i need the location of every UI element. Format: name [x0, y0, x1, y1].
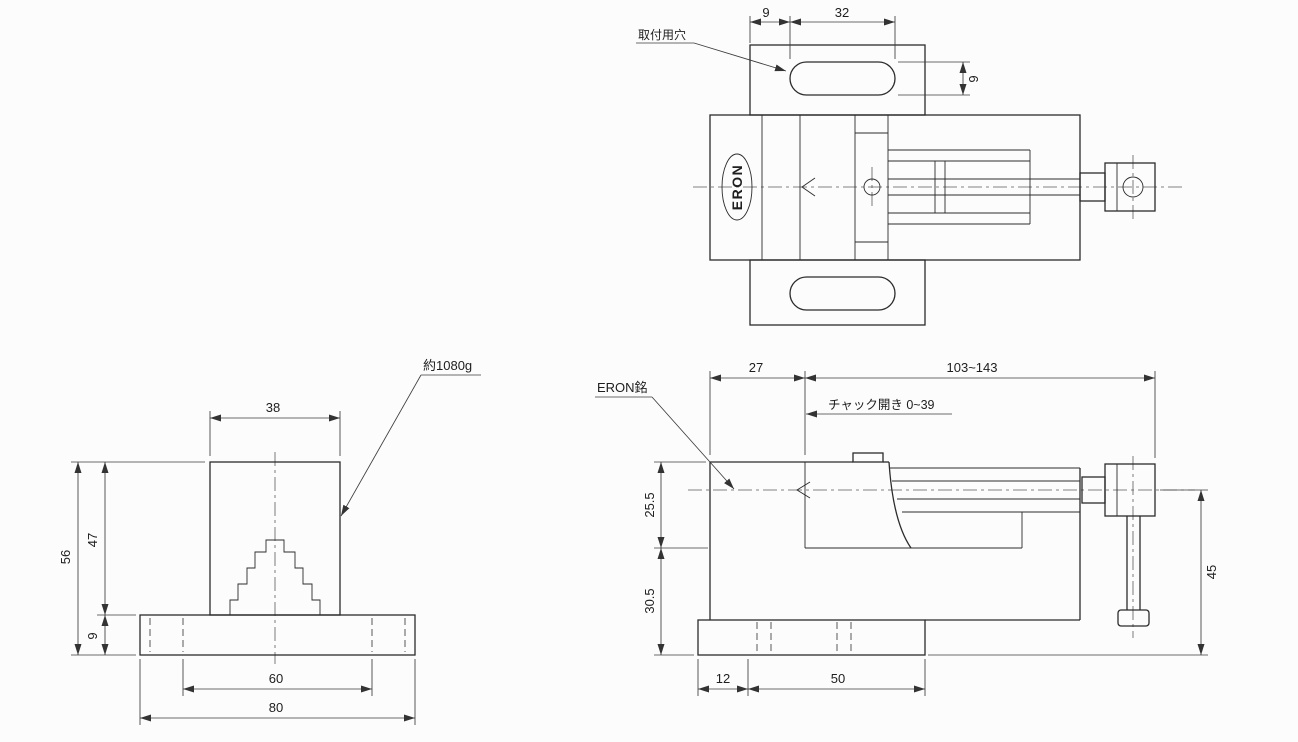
top-view-outline: ERON	[709, 44, 1156, 326]
handle-knob	[1117, 609, 1150, 627]
dim-total-height: 56	[58, 550, 73, 564]
dim-slot-length: 32	[835, 5, 849, 20]
vise-body	[709, 114, 1081, 261]
screw-barrel-lines	[890, 467, 1080, 513]
handle-bracket-side	[1104, 463, 1156, 517]
weight-label: 約1080g	[423, 358, 472, 373]
dim-slot-span: 60	[269, 671, 283, 686]
dim-slot-pitch: 50	[831, 671, 845, 686]
side-view-outline	[697, 452, 1156, 656]
dim-lower-height: 30.5	[642, 588, 657, 613]
handle-bore	[1122, 176, 1144, 198]
base-plate	[139, 614, 416, 656]
moving-jaw-curve	[888, 461, 912, 549]
side-view: 27 103~143 チャック開き 0~39 25.5 30.5 45 12 5…	[595, 360, 1219, 696]
front-view: 38 56 47 9 60 80 約1080g	[58, 358, 481, 725]
nameplate-label: ERON銘	[597, 380, 648, 395]
chuck-opening-label: チャック開き 0~39	[828, 398, 935, 412]
base-hidden-lines-side	[756, 622, 852, 653]
base-plate-side	[697, 619, 926, 656]
v-groove-mark-side	[796, 481, 811, 499]
bottom-flange	[749, 259, 926, 326]
nameplate-callout: ERON銘	[595, 380, 735, 490]
brand-logo-text: ERON	[729, 164, 745, 210]
top-view-centerlines	[693, 155, 1185, 219]
dim-edge-to-slot: 9	[762, 5, 769, 20]
dim-jaw-block-width: 38	[266, 400, 280, 415]
jaw-clamp-screw	[852, 452, 884, 463]
base-hidden-lines	[149, 618, 406, 652]
side-centerlines	[688, 456, 1195, 638]
front-view-dimensions: 38 56 47 9 60 80	[58, 400, 416, 725]
dim-base-width: 80	[269, 700, 283, 715]
dim-body-height: 47	[85, 533, 100, 547]
front-view-outline	[139, 461, 416, 656]
top-flange	[749, 44, 926, 116]
brand-logo-oval	[721, 153, 753, 221]
stepped-jaw-profile	[229, 539, 321, 615]
dim-slot-width: 9	[966, 75, 981, 82]
mounting-slot-bottom	[789, 276, 896, 311]
dim-length-range: 103~143	[947, 360, 998, 375]
dim-handle-drop: 45	[1204, 565, 1219, 579]
mounting-hole-callout: 取付用穴	[636, 27, 787, 72]
weight-callout: 約1080g	[340, 358, 481, 517]
top-view-dimensions: 9 32 9	[749, 5, 981, 96]
clamp-screw-hole	[863, 178, 881, 196]
v-groove-mark-top	[801, 177, 816, 197]
dim-base-offset: 12	[716, 671, 730, 686]
handle-bracket-top	[1104, 162, 1156, 212]
top-view: ERON	[636, 5, 1185, 326]
mounting-slot-top	[789, 61, 896, 96]
dim-jaw-width: 27	[749, 360, 763, 375]
mounting-hole-label: 取付用穴	[638, 27, 686, 42]
dim-upper-height: 25.5	[642, 492, 657, 517]
dim-base-height: 9	[85, 632, 100, 639]
side-view-dimensions: 27 103~143 チャック開き 0~39 25.5 30.5 45 12 5…	[642, 360, 1219, 696]
body-detail-lines	[761, 115, 1080, 260]
